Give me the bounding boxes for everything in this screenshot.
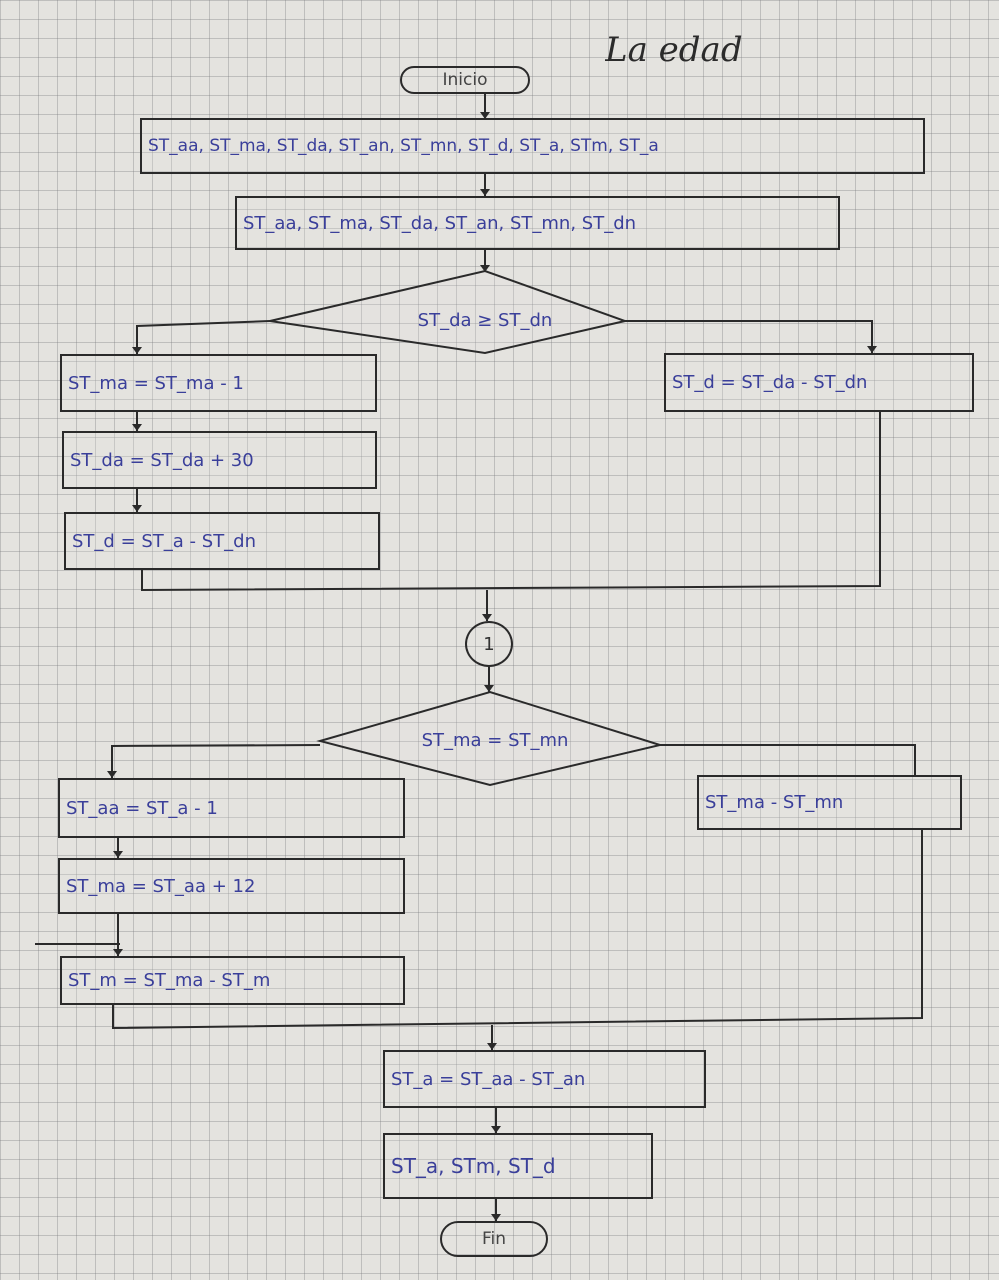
left1-step2: ST_da = ST_da + 30: [62, 431, 377, 489]
left1-step1: ST_ma = ST_ma - 1: [60, 354, 377, 412]
right2-box: ST_ma - ST_mn: [697, 775, 962, 830]
end-terminal: Fin: [440, 1221, 548, 1257]
left1-step3: ST_d = ST_a - ST_dn: [64, 512, 380, 570]
diagram-title: La edad: [605, 30, 743, 70]
decision1-label: ST_da ≥ ST_dn: [417, 309, 553, 331]
calc-age-box: ST_a = ST_aa - ST_an: [383, 1050, 706, 1108]
left2-step3: ST_m = ST_ma - ST_m: [60, 956, 405, 1005]
start-terminal: Inicio: [400, 66, 530, 94]
output-box: ST_a, STm, ST_d: [383, 1133, 653, 1199]
declare-vars-box: ST_aa, ST_ma, ST_da, ST_an, ST_mn, ST_d,…: [140, 118, 925, 174]
connector-circle: 1: [465, 621, 513, 667]
left2-step2: ST_ma = ST_aa + 12: [58, 858, 405, 914]
left2-step1: ST_aa = ST_a - 1: [58, 778, 405, 838]
decision2-label: ST_ma = ST_mn: [421, 729, 569, 751]
right1-box: ST_d = ST_da - ST_dn: [664, 353, 974, 412]
input-vars-box: ST_aa, ST_ma, ST_da, ST_an, ST_mn, ST_dn: [235, 196, 840, 250]
